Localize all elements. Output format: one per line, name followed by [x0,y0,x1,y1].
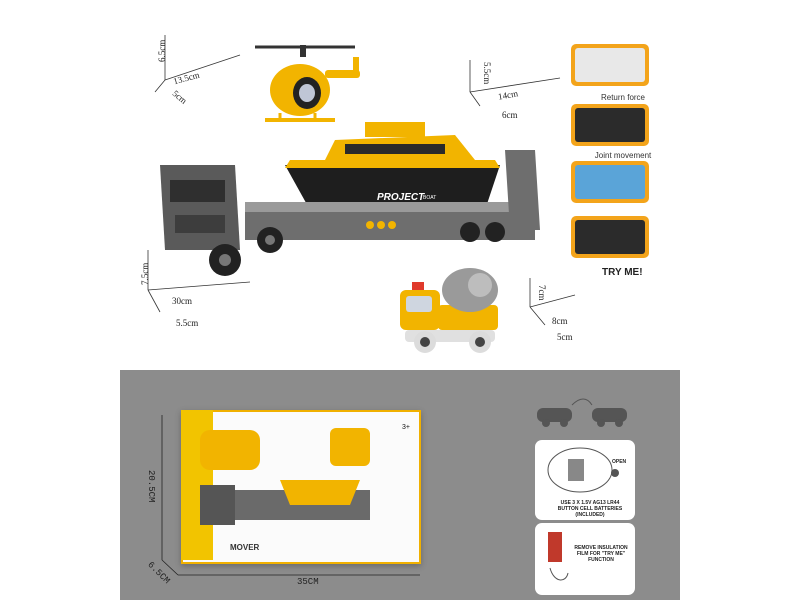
insulation-icon [548,532,569,581]
try-me-label: TRY ME! [602,267,643,278]
mixer-truck-image [400,268,498,353]
feature-card-joint-movement [571,104,649,146]
battery-icon [547,447,619,493]
mixer-width-label: 5cm [557,332,573,342]
boat-width-label: 6cm [502,110,518,120]
open-label: OPEN [612,459,627,465]
package-age: 3+ [402,424,410,431]
return-force-cars-icon [537,398,627,427]
insulation-note: REMOVE INSULATION FILM FOR "TRY ME" FUNC… [574,545,628,563]
feature-label-joint-movement: Joint movement [594,151,652,160]
boat-sub-label: BOAT [423,195,437,201]
truck-length-label: 30cm [172,296,192,306]
package-brand: MOVER [230,543,260,552]
feature-card-try-me [571,216,649,258]
feature-label-return-force: Return force [600,93,646,102]
mixer-length-label: 8cm [552,316,568,326]
helicopter-image [255,45,360,122]
package-box-toys [200,428,370,525]
feature-card-water [571,161,649,203]
truck-width-label: 5.5cm [176,318,199,328]
package-width-label: 35CM [297,577,319,587]
feature-card-return-force [571,44,649,86]
truck-with-boat-image [160,122,540,276]
battery-note: USE 3 X 1.5V AG13 LR44 BUTTON CELL BATTE… [557,500,623,518]
package-height-label: 20.5CM [146,470,156,503]
boat-brand-label: PROJECT [377,192,425,203]
